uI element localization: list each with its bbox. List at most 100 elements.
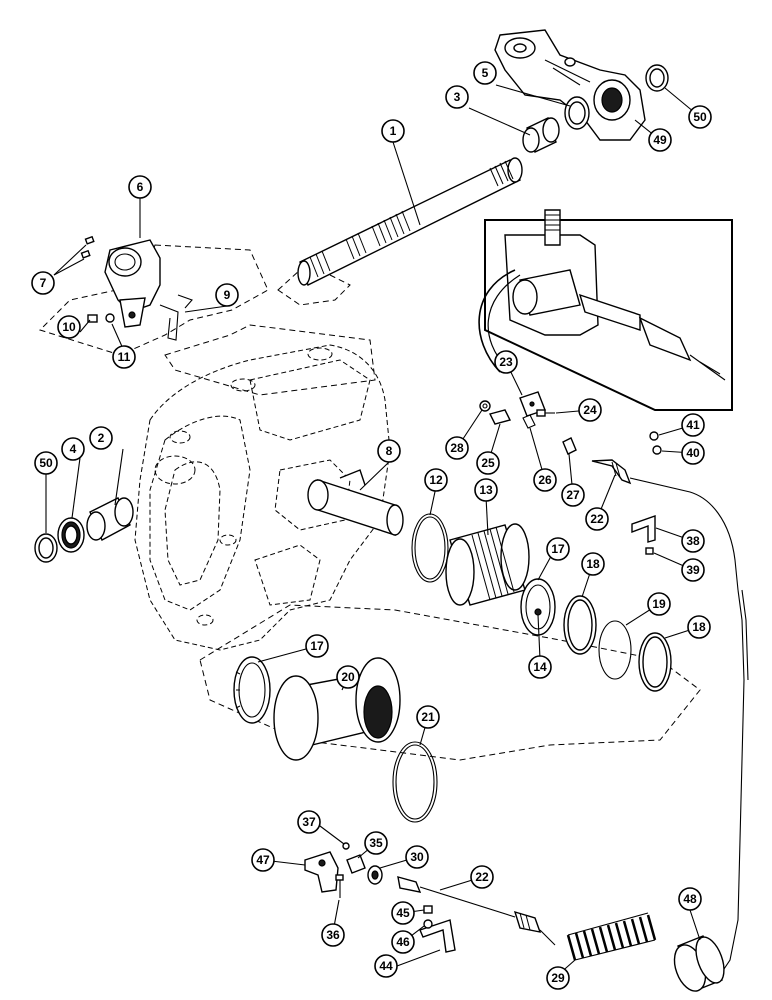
- callout-label-29: 29: [551, 971, 565, 985]
- callout-9: 9: [215, 283, 239, 307]
- group-outline-housing-top: [164, 324, 376, 396]
- roll-pin-25: [488, 409, 512, 425]
- ring-12: [411, 513, 449, 583]
- callout-label-13: 13: [479, 483, 493, 497]
- bolt-10: [87, 314, 98, 323]
- ring-19: [598, 620, 632, 680]
- callout-49: 49: [648, 128, 672, 152]
- callout-label-9: 9: [224, 288, 231, 302]
- callout-label-27: 27: [566, 488, 580, 502]
- callout-label-50-top: 50: [693, 110, 707, 124]
- callout-4: 4: [61, 437, 85, 461]
- callout-39: 39: [681, 558, 705, 582]
- callout-40: 40: [681, 441, 705, 465]
- seal-4: [57, 517, 85, 553]
- callout-label-6: 6: [137, 180, 144, 194]
- spring-29: [566, 912, 657, 961]
- callout-38: 38: [681, 529, 705, 553]
- washer-46: [423, 919, 433, 929]
- ball-37: [342, 842, 350, 850]
- spring-clip-9: [159, 294, 193, 341]
- bracket-38: [631, 515, 656, 543]
- callout-label-7: 7: [40, 276, 47, 290]
- fitting-47: [304, 851, 339, 893]
- clip-26: [522, 414, 536, 429]
- callout-6: 6: [128, 175, 152, 199]
- bolt-39: [645, 547, 654, 555]
- callout-10: 10: [57, 315, 81, 339]
- callout-46: 46: [391, 930, 415, 954]
- pin-36: [335, 874, 344, 898]
- callout-label-46: 46: [396, 935, 410, 949]
- screw-24: [536, 409, 555, 417]
- seal-ring-50-top: [645, 64, 669, 92]
- callout-label-50-left: 50: [39, 456, 53, 470]
- callout-label-2: 2: [98, 431, 105, 445]
- ring-18-a: [563, 595, 597, 655]
- callout-50-top: 50: [688, 105, 712, 129]
- callout-37: 37: [297, 810, 321, 834]
- callout-24: 24: [578, 398, 602, 422]
- callout-label-30: 30: [410, 850, 424, 864]
- callout-label-17-left: 17: [310, 639, 324, 653]
- callout-label-1: 1: [390, 124, 397, 138]
- lift-arm: [494, 29, 646, 141]
- set-screws-7: [80, 235, 95, 259]
- callout-26: 26: [533, 468, 557, 492]
- callout-label-37: 37: [302, 815, 316, 829]
- callout-7: 7: [31, 271, 55, 295]
- callout-label-22-lower: 22: [475, 870, 489, 884]
- callout-35: 35: [364, 831, 388, 855]
- callout-label-25: 25: [481, 456, 495, 470]
- group-outline-lift-arm: [39, 244, 269, 356]
- callout-label-39: 39: [686, 563, 700, 577]
- callout-11: 11: [112, 345, 136, 369]
- control-cable-22-lower: [397, 876, 556, 946]
- callout-20: 20: [336, 665, 360, 689]
- callout-label-49: 49: [653, 133, 667, 147]
- callout-label-8: 8: [386, 444, 393, 458]
- callout-label-17-right: 17: [551, 542, 565, 556]
- callout-23: 23: [494, 350, 518, 374]
- nut-41: [649, 431, 659, 441]
- callout-17-left: 17: [305, 634, 329, 658]
- callout-45: 45: [391, 901, 415, 925]
- callout-18-a: 18: [581, 552, 605, 576]
- nut-28: [479, 400, 491, 412]
- transmission-housing-phantom: [134, 344, 391, 651]
- callout-label-18-a: 18: [586, 557, 600, 571]
- piston-13: [445, 523, 530, 606]
- callout-28: 28: [445, 436, 469, 460]
- washer-11: [105, 313, 115, 323]
- callout-19: 19: [647, 592, 671, 616]
- callout-25: 25: [476, 451, 500, 475]
- control-cable-22: [591, 459, 749, 976]
- callout-label-18-b: 18: [692, 620, 706, 634]
- callout-label-47: 47: [256, 853, 270, 867]
- callout-22-lower: 22: [470, 865, 494, 889]
- plug-30: [367, 865, 383, 885]
- callout-22-upper: 22: [585, 507, 609, 531]
- callout-label-20: 20: [341, 670, 355, 684]
- callout-label-4: 4: [70, 442, 77, 456]
- callout-label-14: 14: [533, 660, 547, 674]
- callout-label-48: 48: [683, 892, 697, 906]
- callout-label-41: 41: [686, 418, 700, 432]
- callout-label-28: 28: [450, 441, 464, 455]
- piston-rod-8: [307, 469, 404, 536]
- detail-inset: [484, 209, 733, 411]
- callout-18-b: 18: [687, 615, 711, 639]
- stud-27: [562, 437, 577, 455]
- callout-36: 36: [321, 923, 345, 947]
- callout-label-45: 45: [396, 906, 410, 920]
- bushing-3: [522, 117, 560, 153]
- callout-50-left: 50: [34, 451, 58, 475]
- handle-48: [673, 935, 725, 992]
- bushing-2: [86, 497, 134, 541]
- callout-8: 8: [377, 439, 401, 463]
- callout-17-right: 17: [546, 537, 570, 561]
- retainer-17-left: [233, 656, 271, 724]
- callout-13: 13: [474, 478, 498, 502]
- callout-12: 12: [424, 468, 448, 492]
- group-outline-shaft: [277, 269, 351, 306]
